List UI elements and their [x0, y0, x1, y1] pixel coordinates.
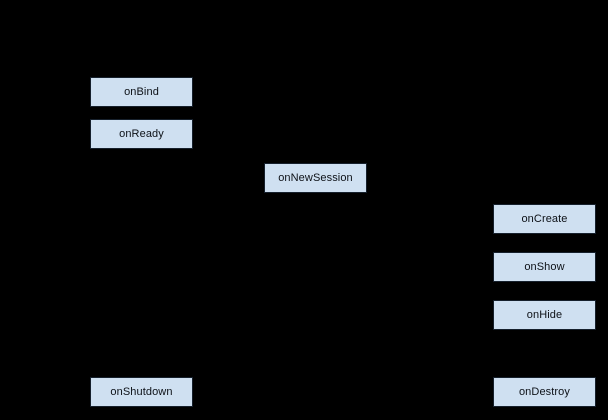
lifecycle-node-label: onHide — [526, 308, 563, 321]
lifecycle-node-on-show[interactable]: onShow — [493, 252, 596, 282]
lifecycle-node-label: onNewSession — [278, 171, 353, 184]
lifecycle-node-on-shutdown[interactable]: onShutdown — [90, 377, 193, 407]
lifecycle-node-on-bind[interactable]: onBind — [90, 77, 193, 107]
lifecycle-node-label: onCreate — [521, 212, 568, 225]
lifecycle-node-label: onReady — [119, 127, 164, 140]
lifecycle-node-on-ready[interactable]: onReady — [90, 119, 193, 149]
lifecycle-node-on-hide[interactable]: onHide — [493, 300, 596, 330]
lifecycle-node-on-new-session[interactable]: onNewSession — [264, 163, 367, 193]
lifecycle-node-label: onBind — [124, 85, 159, 98]
lifecycle-node-on-destroy[interactable]: onDestroy — [493, 377, 596, 407]
lifecycle-node-label: onShutdown — [110, 385, 173, 398]
lifecycle-node-label: onShow — [524, 260, 565, 273]
lifecycle-node-on-create[interactable]: onCreate — [493, 204, 596, 234]
lifecycle-node-label: onDestroy — [518, 385, 571, 398]
